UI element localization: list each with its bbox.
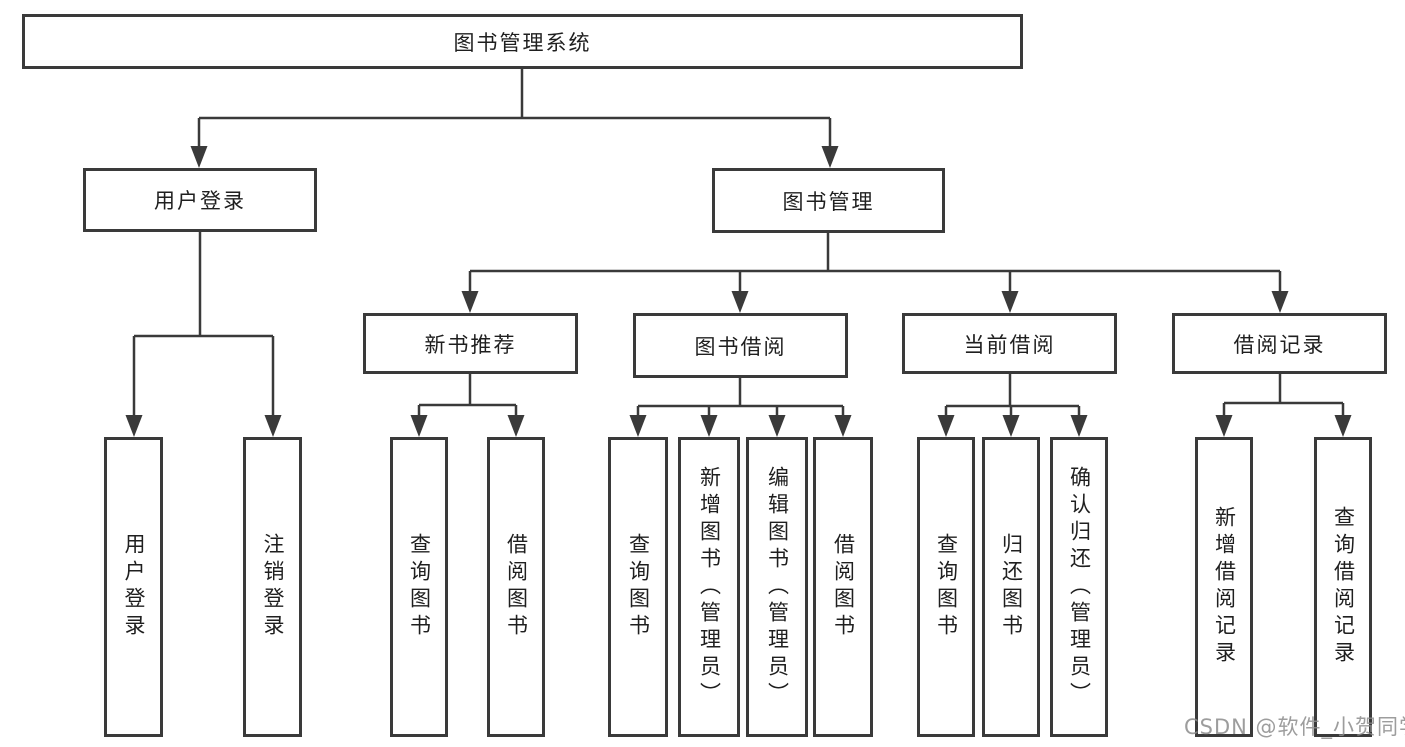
leaf-current-confirm-return-admin: 确认归还（管理员） — [1050, 437, 1108, 737]
node-current-borrow: 当前借阅 — [902, 313, 1117, 374]
connector-book-borrow-to-leaves — [629, 374, 852, 437]
leaf-user-login: 用户登录 — [104, 437, 163, 737]
leaf-records-query-record: 查询借阅记录 — [1314, 437, 1372, 737]
leaf-newbook-borrow-books: 借阅图书 — [487, 437, 545, 737]
leaf-borrow-query-books: 查询图书 — [608, 437, 668, 737]
connector-user-login-to-leaves — [125, 232, 282, 437]
leaf-label: 新增图书（管理员） — [697, 465, 722, 709]
leaf-newbook-query-books: 查询图书 — [390, 437, 448, 737]
watermark: CSDN @软件_小贺同学 — [1184, 715, 1405, 739]
node-label: 图书管理系统 — [453, 30, 592, 55]
leaf-borrow-add-books-admin: 新增图书（管理员） — [678, 437, 740, 737]
leaf-records-add-record: 新增借阅记录 — [1195, 437, 1253, 737]
leaf-label: 查询借阅记录 — [1331, 506, 1356, 668]
leaf-current-query-books: 查询图书 — [917, 437, 975, 737]
node-label: 新书推荐 — [424, 332, 517, 357]
node-label: 借阅记录 — [1233, 332, 1326, 357]
leaf-current-return-books: 归还图书 — [982, 437, 1040, 737]
leaf-label: 用户登录 — [122, 533, 146, 641]
leaf-borrow-edit-books-admin: 编辑图书（管理员） — [746, 437, 808, 737]
leaf-label: 注销登录 — [261, 533, 285, 641]
node-book-borrow: 图书借阅 — [633, 313, 848, 378]
leaf-label: 归还图书 — [999, 533, 1024, 641]
node-root-library-system: 图书管理系统 — [22, 14, 1023, 69]
leaf-borrow-borrow-books: 借阅图书 — [813, 437, 873, 737]
node-borrow-records: 借阅记录 — [1172, 313, 1387, 374]
leaf-label: 查询图书 — [407, 533, 432, 641]
leaf-label: 确认归还（管理员） — [1067, 465, 1092, 709]
connector-root-to-level2 — [190, 69, 839, 168]
leaf-label: 查询图书 — [934, 533, 959, 641]
node-label: 用户登录 — [154, 189, 246, 213]
connector-current-borrow-to-leaves — [937, 374, 1088, 437]
leaf-logout: 注销登录 — [243, 437, 302, 737]
connector-book-management-to-level3 — [461, 233, 1289, 313]
leaf-label: 编辑图书（管理员） — [765, 465, 790, 709]
leaf-label: 借阅图书 — [831, 533, 856, 641]
node-label: 当前借阅 — [963, 332, 1056, 357]
node-book-management: 图书管理 — [712, 168, 945, 233]
node-user-login: 用户登录 — [83, 168, 317, 232]
node-new-book-recommend: 新书推荐 — [363, 313, 578, 374]
leaf-label: 新增借阅记录 — [1212, 506, 1237, 668]
node-label: 图书借阅 — [694, 334, 787, 359]
connector-borrow-records-to-leaves — [1215, 374, 1352, 437]
leaf-label: 查询图书 — [626, 533, 651, 641]
leaf-label: 借阅图书 — [504, 533, 529, 641]
node-label: 图书管理 — [782, 189, 875, 214]
connector-new-book-to-leaves — [410, 374, 525, 437]
